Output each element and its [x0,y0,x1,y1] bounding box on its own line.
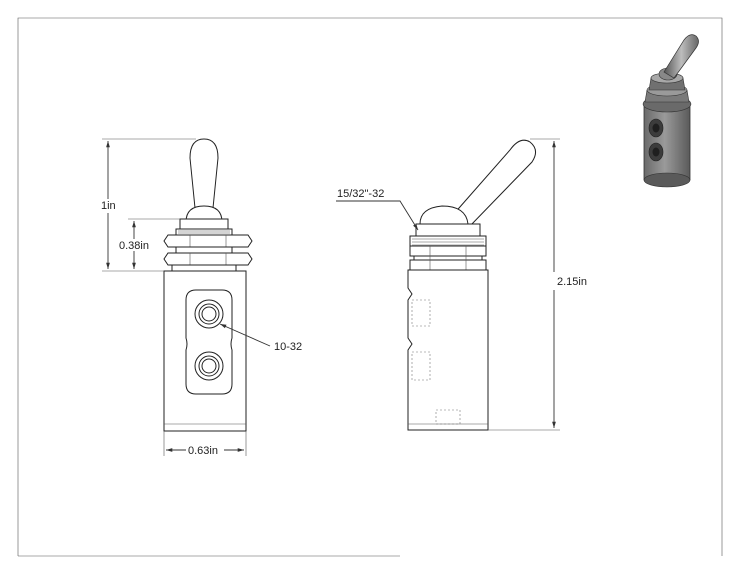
front-nut-lower [163,252,253,266]
side-thread [409,235,487,247]
dim-total-height: 2.15in [488,138,587,431]
dim-total-height-label: 2.15in [557,276,587,288]
side-body [407,269,489,431]
side-nut-lower [409,259,487,271]
side-lever-boss [419,205,469,225]
front-lever-ball [185,205,223,223]
dim-handle-height-label: 1in [101,200,116,212]
front-collar [179,218,229,230]
side-view [407,139,536,431]
front-view [163,138,253,432]
callout-port-thread-label: 10-32 [274,341,302,353]
front-nut-upper [163,234,253,248]
dim-bushing-height: 0.38in [119,218,180,269]
callout-bushing-thread: 15/32"-32 [336,188,419,231]
front-lever [189,138,219,219]
callout-port-thread: 10-32 [219,323,302,353]
callout-bushing-thread-label: 15/32"-32 [337,188,384,200]
side-lever [451,139,536,227]
dim-body-width: 0.63in [163,431,247,457]
isometric-view [642,34,699,188]
iso-ports [648,118,664,162]
iso-lever [663,34,699,79]
dim-body-width-label: 0.63in [188,445,218,457]
side-nut-upper [409,245,487,257]
dim-bushing-height-label: 0.38in [119,240,149,252]
sheet-border [17,17,723,557]
front-thread [175,228,233,236]
dim-handle-height: 1in [101,138,196,272]
